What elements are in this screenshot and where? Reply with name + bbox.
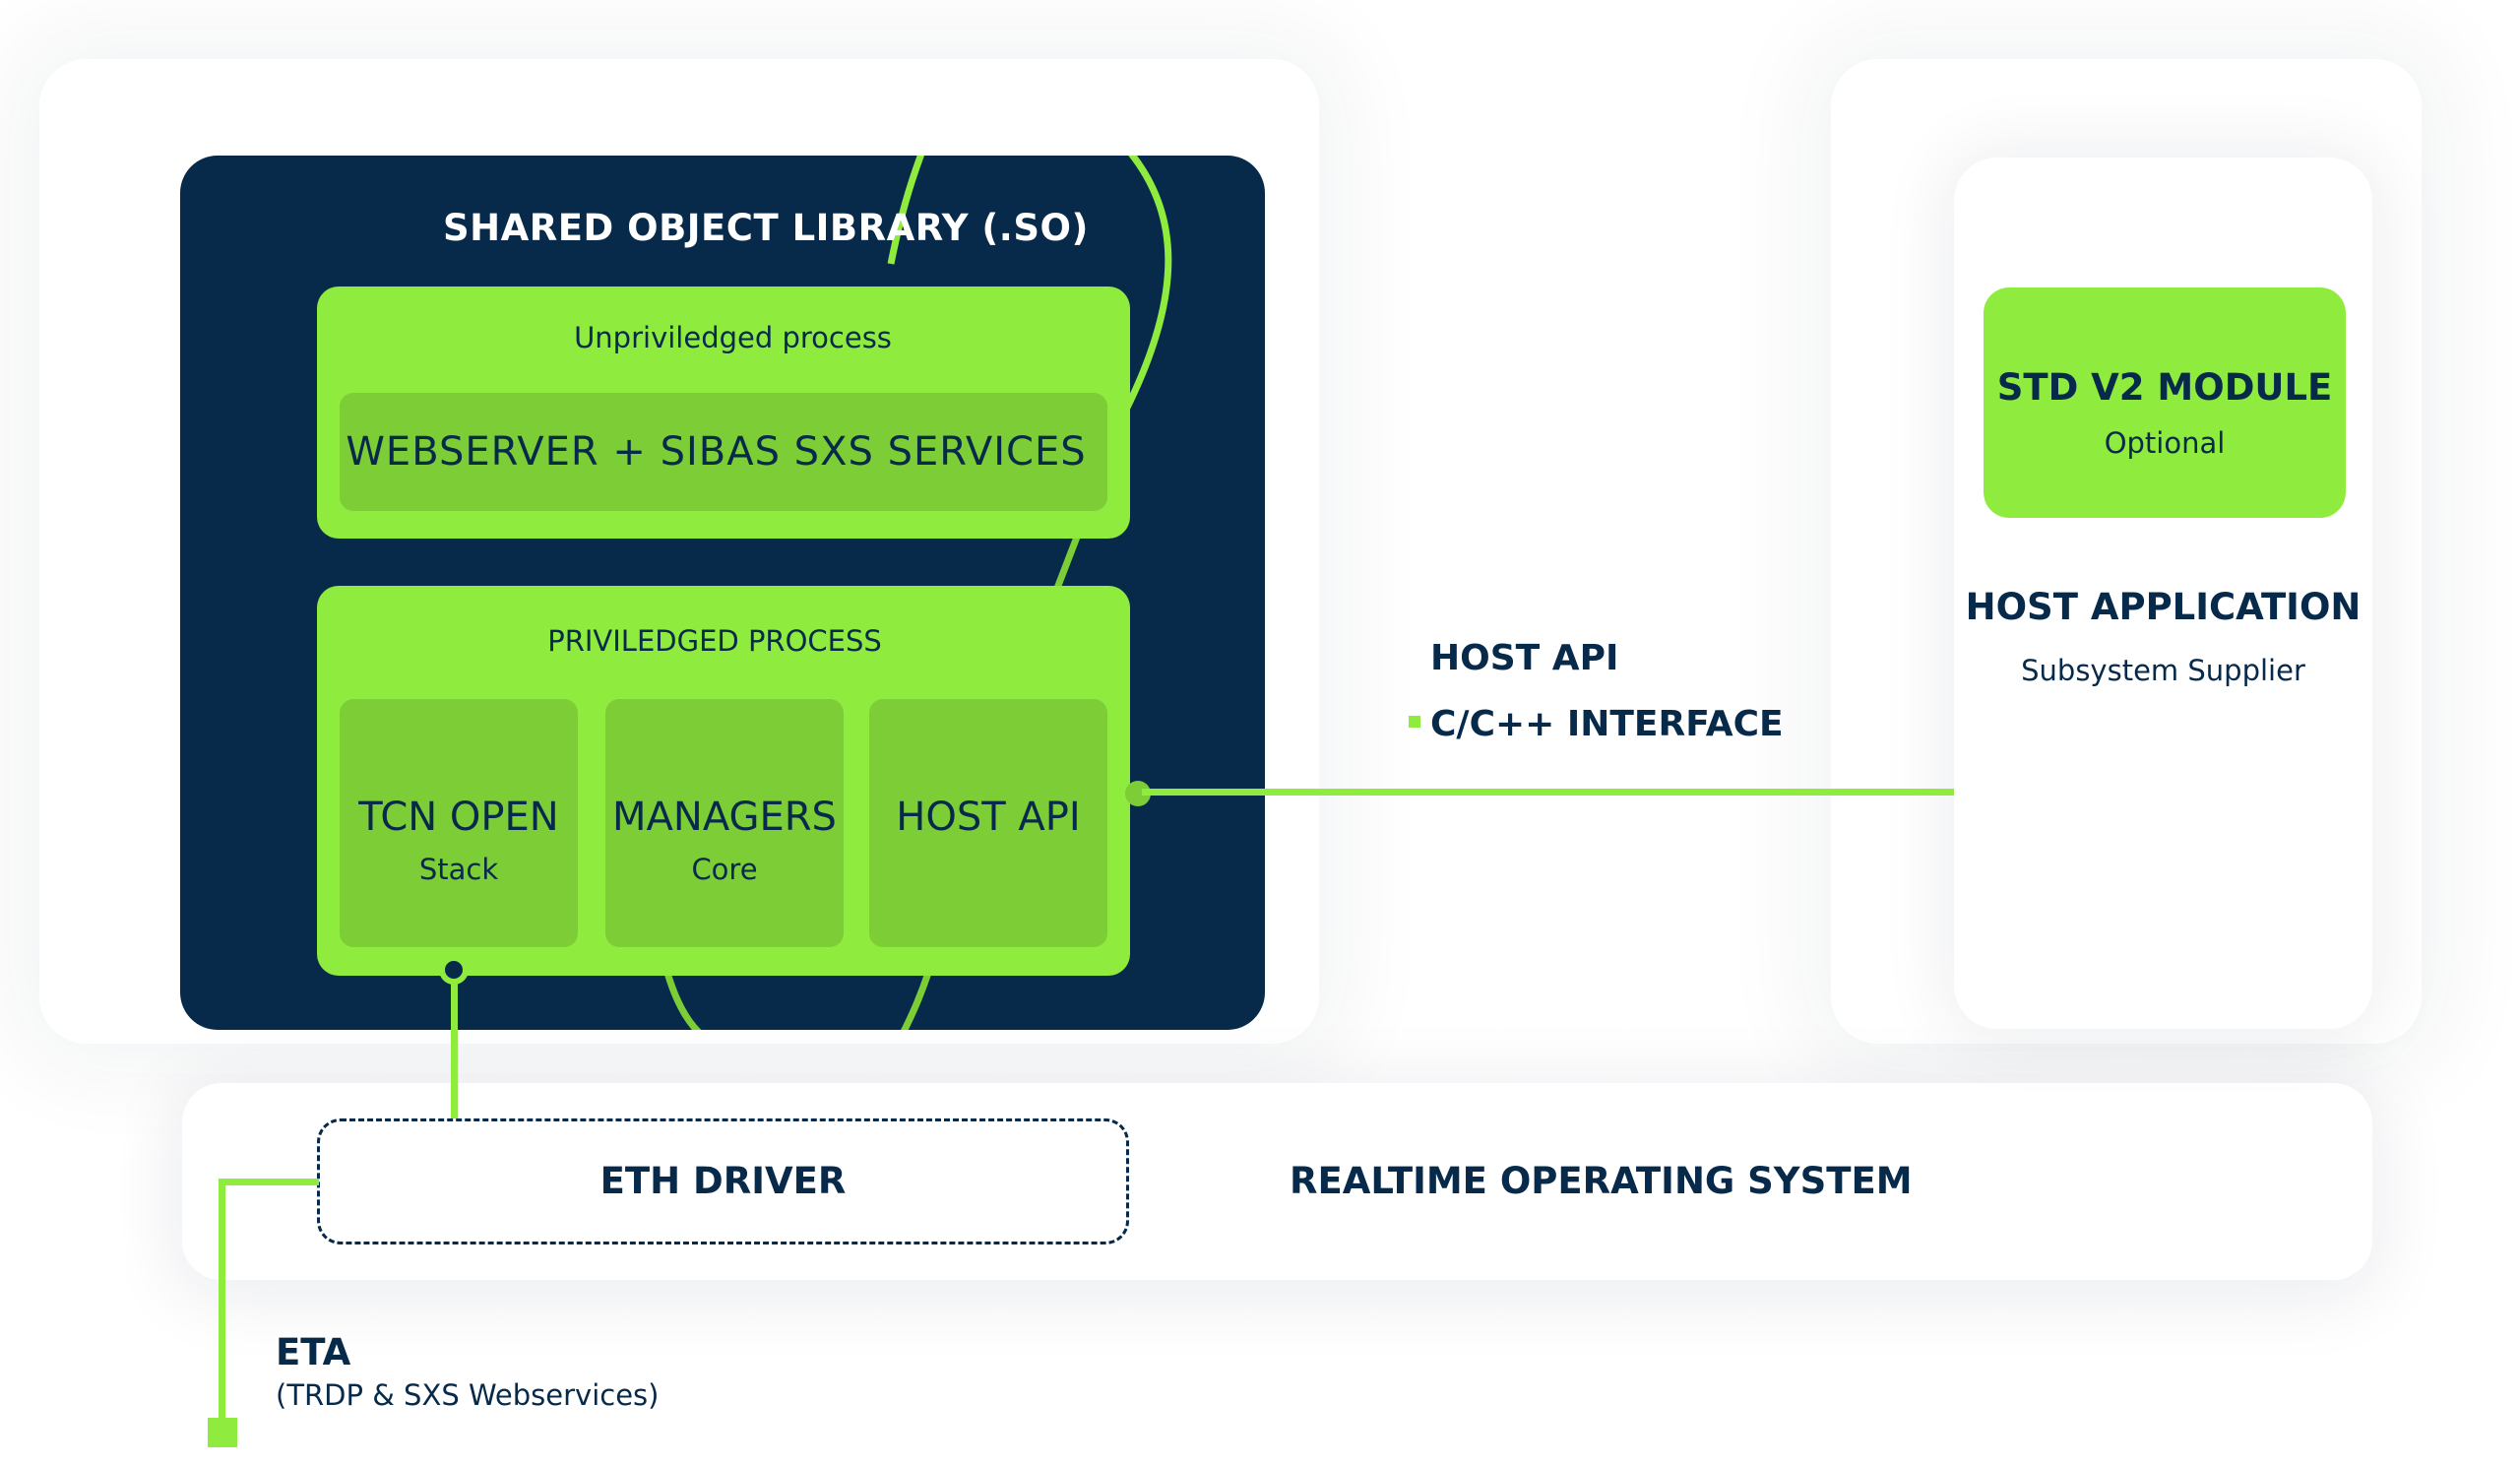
eta-subtitle: (TRDP & SXS Webservices) (276, 1378, 660, 1412)
realtime-os-title: REALTIME OPERATING SYSTEM (1290, 1160, 1913, 1202)
std-v2-module-box (1984, 287, 2346, 518)
library-title: SHARED OBJECT LIBRARY (.SO) (443, 207, 1089, 249)
privileged-process-label: PRIVILEDGED PROCESS (547, 624, 882, 658)
cpp-interface-label: C/C++ INTERFACE (1430, 704, 1784, 744)
eth-driver-label: ETH DRIVER (599, 1160, 847, 1202)
curve-segment-top-left (887, 156, 925, 265)
unprivileged-process-label: Unpriviledged process (574, 321, 892, 354)
host-api-connector-line (1142, 789, 1954, 796)
curve-segment-bottom-left (663, 971, 702, 1030)
module-managers-subtitle: Core (691, 853, 758, 886)
curve-segment-top-right (1121, 156, 1172, 414)
std-v2-module-subtitle: Optional (2104, 426, 2226, 460)
host-api-title: HOST API (1430, 638, 1619, 678)
module-host-api-title: HOST API (896, 795, 1081, 840)
realtime-os-panel (182, 1083, 2372, 1280)
module-managers (605, 699, 844, 947)
module-host-api (869, 699, 1107, 947)
webserver-services-label: WEBSERVER + SIBAS SXS SERVICES (346, 429, 1087, 475)
module-tcn-open-title: TCN OPEN (358, 795, 559, 840)
eta-connector-horizontal (219, 1179, 319, 1185)
eta-title: ETA (276, 1331, 351, 1373)
module-managers-title: MANAGERS (612, 795, 837, 840)
eta-terminal-icon (208, 1418, 237, 1447)
eta-connector-vertical (219, 1179, 225, 1420)
webserver-services-box (340, 393, 1107, 511)
module-tcn-open-subtitle: Stack (418, 853, 499, 886)
host-application-title: HOST APPLICATION (1965, 586, 2362, 628)
std-v2-module-title: STD V2 MODULE (1996, 366, 2333, 409)
host-application-subtitle: Subsystem Supplier (2021, 654, 2305, 687)
module-tcn-open (340, 699, 578, 947)
tcn-to-driver-line (451, 983, 458, 1118)
tcn-connector-dot (439, 955, 469, 985)
curve-segment-bottom-right (901, 971, 932, 1030)
interface-bullet-icon (1409, 716, 1420, 728)
